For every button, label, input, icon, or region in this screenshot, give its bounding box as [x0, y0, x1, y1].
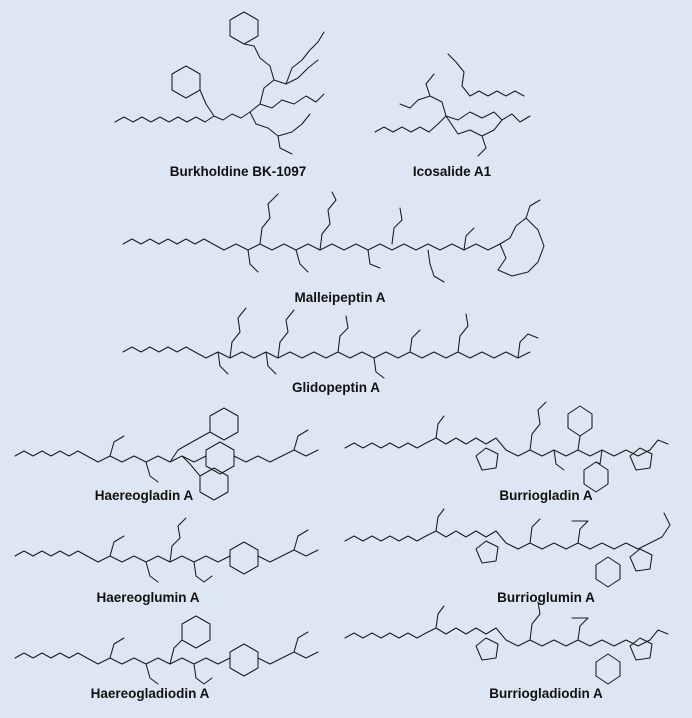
caption-burrioglumin: Burrioglumin A: [497, 590, 595, 605]
structure-burkholdine: [114, 11, 325, 155]
caption-haereoglumin: Haereoglumin A: [96, 590, 200, 605]
structure-glidopeptin: [122, 307, 539, 379]
caption-haereogladiodin: Haereogladiodin A: [90, 686, 210, 701]
structure-burrioglumin: [344, 508, 671, 588]
caption-glidopeptin: Glidopeptin A: [292, 380, 380, 395]
structure-malleipeptin: [122, 191, 545, 283]
structure-haereogladiodin: [14, 615, 319, 685]
caption-icosalide: Icosalide A1: [412, 164, 492, 179]
structure-burriogladiodin: [344, 601, 669, 685]
caption-haereogladin: Haereogladin A: [94, 488, 194, 503]
structure-haereoglumin: [14, 517, 319, 583]
structure-burriogladin: [344, 401, 669, 493]
caption-burriogladiodin: Burriogladiodin A: [489, 686, 603, 701]
caption-burriogladin: Burriogladin A: [499, 488, 593, 503]
caption-burkholdine: Burkholdine BK-1097: [169, 164, 307, 179]
caption-malleipeptin: Malleipeptin A: [294, 290, 386, 305]
structure-icosalide: [374, 53, 531, 157]
structure-haereogladin: [14, 407, 319, 501]
